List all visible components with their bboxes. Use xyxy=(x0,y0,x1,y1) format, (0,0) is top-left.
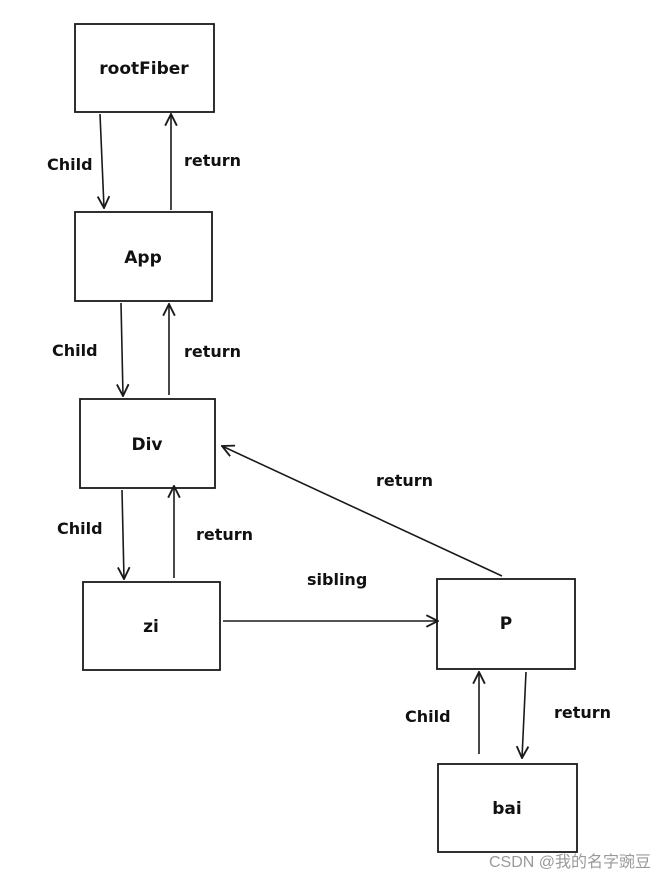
edge-zi-to-p-label: sibling xyxy=(307,570,367,589)
edge-app-to-root-label: return xyxy=(184,151,241,170)
node-bai: bai xyxy=(437,763,578,853)
node-p-label: P xyxy=(500,614,512,634)
node-app-label: App xyxy=(124,248,162,268)
node-rootfiber-label: rootFiber xyxy=(99,59,189,79)
watermark: CSDN @我的名字豌豆 xyxy=(488,854,651,871)
edge-root-to-app-arrow xyxy=(100,113,104,208)
edge-div-to-app-label: return xyxy=(184,342,241,361)
edge-p-to-div-arrow xyxy=(222,446,503,577)
edge-app-to-div-label: Child xyxy=(52,341,98,360)
node-p: P xyxy=(436,578,576,670)
edge-div-to-zi-label: Child xyxy=(57,519,103,538)
node-app: App xyxy=(74,211,213,302)
node-zi: zi xyxy=(82,581,221,671)
edge-p-to-bai-label: Child xyxy=(405,707,451,726)
edge-p-to-div-label: return xyxy=(376,471,433,490)
node-div-label: Div xyxy=(131,435,162,455)
node-zi-label: zi xyxy=(143,617,159,637)
edge-root-to-app-label: Child xyxy=(47,155,93,174)
node-bai-label: bai xyxy=(492,799,521,819)
node-rootfiber: rootFiber xyxy=(74,23,215,113)
edge-bai-to-p-label: return xyxy=(554,703,611,722)
node-div: Div xyxy=(79,398,216,489)
edge-div-to-zi-arrow xyxy=(122,489,124,579)
edge-zi-to-div-label: return xyxy=(196,525,253,544)
edge-app-to-div-arrow xyxy=(121,302,123,396)
edge-p-to-bai-arrow xyxy=(522,671,526,758)
